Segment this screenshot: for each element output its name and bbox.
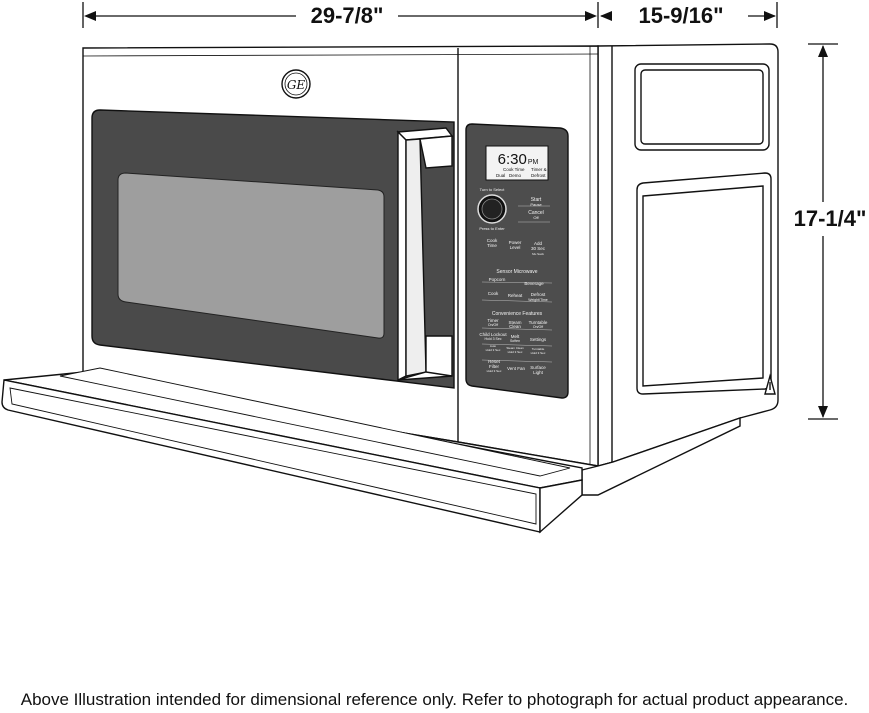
reheat-button[interactable]: Reheat [508, 293, 523, 298]
cook-time-button[interactable]: Cook [487, 238, 498, 243]
defrost-label: Weight/Time [528, 298, 548, 302]
depth-arrow-right [764, 11, 776, 21]
sensor-header: Sensor Microwave [496, 269, 537, 275]
side-vent-upper-inner [640, 69, 764, 145]
cook-time-label: Time [487, 243, 497, 248]
cancel-button[interactable]: Cancel [528, 210, 544, 216]
add-30-button[interactable]: Add [534, 241, 543, 246]
width-dimension-label: 29-7/8" [311, 3, 384, 28]
tray-front-inner [9, 387, 537, 525]
side-vent-lower-inner [642, 185, 764, 387]
display-timer: Timer & [531, 167, 547, 172]
beverage-button[interactable]: Beverage [524, 281, 544, 286]
child-lockout-button[interactable]: Child Lockout [479, 332, 507, 337]
width-dimension [82, 2, 599, 28]
height-dimension-label: 17-1/4" [794, 206, 867, 231]
vent-note-2: Hold 3 Sec [531, 351, 546, 355]
door-handle[interactable] [396, 127, 454, 382]
light-note-2: Hold 3 Sec [486, 348, 501, 352]
reset-filter-label: Filter [489, 364, 500, 369]
display-cook-time: Cook Time [503, 167, 525, 172]
bottom-right-foot [581, 417, 741, 496]
turntable-label: On/Off [533, 325, 543, 329]
door-window [117, 172, 385, 339]
top-edge-line [82, 53, 599, 57]
steam-label: Clean [509, 324, 521, 329]
power-level-button[interactable]: Power [509, 240, 522, 245]
start-button[interactable]: Start [531, 197, 542, 203]
display-defrost: Defrost [531, 173, 546, 178]
tray-inner [59, 367, 571, 477]
selector-dial[interactable] [477, 194, 507, 224]
melt-label: Soften [510, 339, 520, 343]
display-demo: Demo [509, 173, 522, 178]
dial-bottom-label: Press to Enter [479, 226, 505, 231]
surface-light-label: Light [533, 370, 544, 375]
disclaimer-text: Above Illustration intended for dimensio… [20, 690, 849, 709]
add-30-label: 30 Sec [531, 246, 546, 251]
power-level-label: Level [510, 245, 521, 250]
off-label: Off [533, 215, 539, 220]
fan-note-2: Hold 3 Sec [508, 350, 523, 354]
reset-filter-note: Hold 3 Sec [487, 369, 502, 373]
defrost-button[interactable]: Defrost [531, 292, 546, 297]
tray-side [539, 479, 583, 534]
ge-logo: GE [281, 69, 311, 99]
timer-button[interactable]: Timer [487, 318, 499, 323]
vent-fan-button[interactable]: Vent Fan [507, 366, 526, 371]
reset-filter-button[interactable]: Reset [488, 359, 501, 364]
width-arrow-left [84, 11, 96, 21]
surface-light-button[interactable]: Surface [530, 365, 546, 370]
ge-logo-text: GE [287, 78, 306, 92]
fan-note: Steam Clean [506, 346, 524, 350]
melt-button[interactable]: Melt [511, 334, 520, 339]
depth-dimension [600, 2, 778, 28]
panel-dividers [481, 205, 553, 363]
add-30-note: Mu Sack [532, 252, 544, 256]
steam-button[interactable]: Steam [508, 320, 521, 325]
dial-top-label: Turn to Select [480, 187, 506, 192]
timer-label: On/Off [488, 323, 498, 327]
height-arrow-bottom [818, 406, 828, 418]
vent-note: Turntable [532, 347, 545, 351]
display: 6:30PM Cook Time Timer & Dual Demo Defro… [485, 145, 549, 181]
turntable-button[interactable]: Turntable [529, 320, 548, 325]
width-arrow-right [585, 11, 597, 21]
bottom-tray [1, 367, 583, 534]
height-dimension [808, 43, 838, 420]
child-lockout-label: Hold 3 Sec [484, 337, 501, 341]
popcorn-button[interactable]: Popcorn [489, 277, 506, 282]
depth-dimension-label: 15-9/16" [638, 3, 723, 28]
depth-arrow-left [600, 11, 612, 21]
display-dual: Dual [496, 173, 505, 178]
door [91, 109, 455, 389]
height-arrow-top [818, 45, 828, 57]
settings-button[interactable]: Settings [530, 337, 547, 342]
light-note: Auto [490, 344, 497, 348]
cook-button[interactable]: Cook [488, 291, 499, 296]
convenience-header: Convenience Features [492, 311, 543, 317]
display-time: 6:30PM [498, 151, 539, 168]
pause-label: Pause [530, 202, 542, 207]
